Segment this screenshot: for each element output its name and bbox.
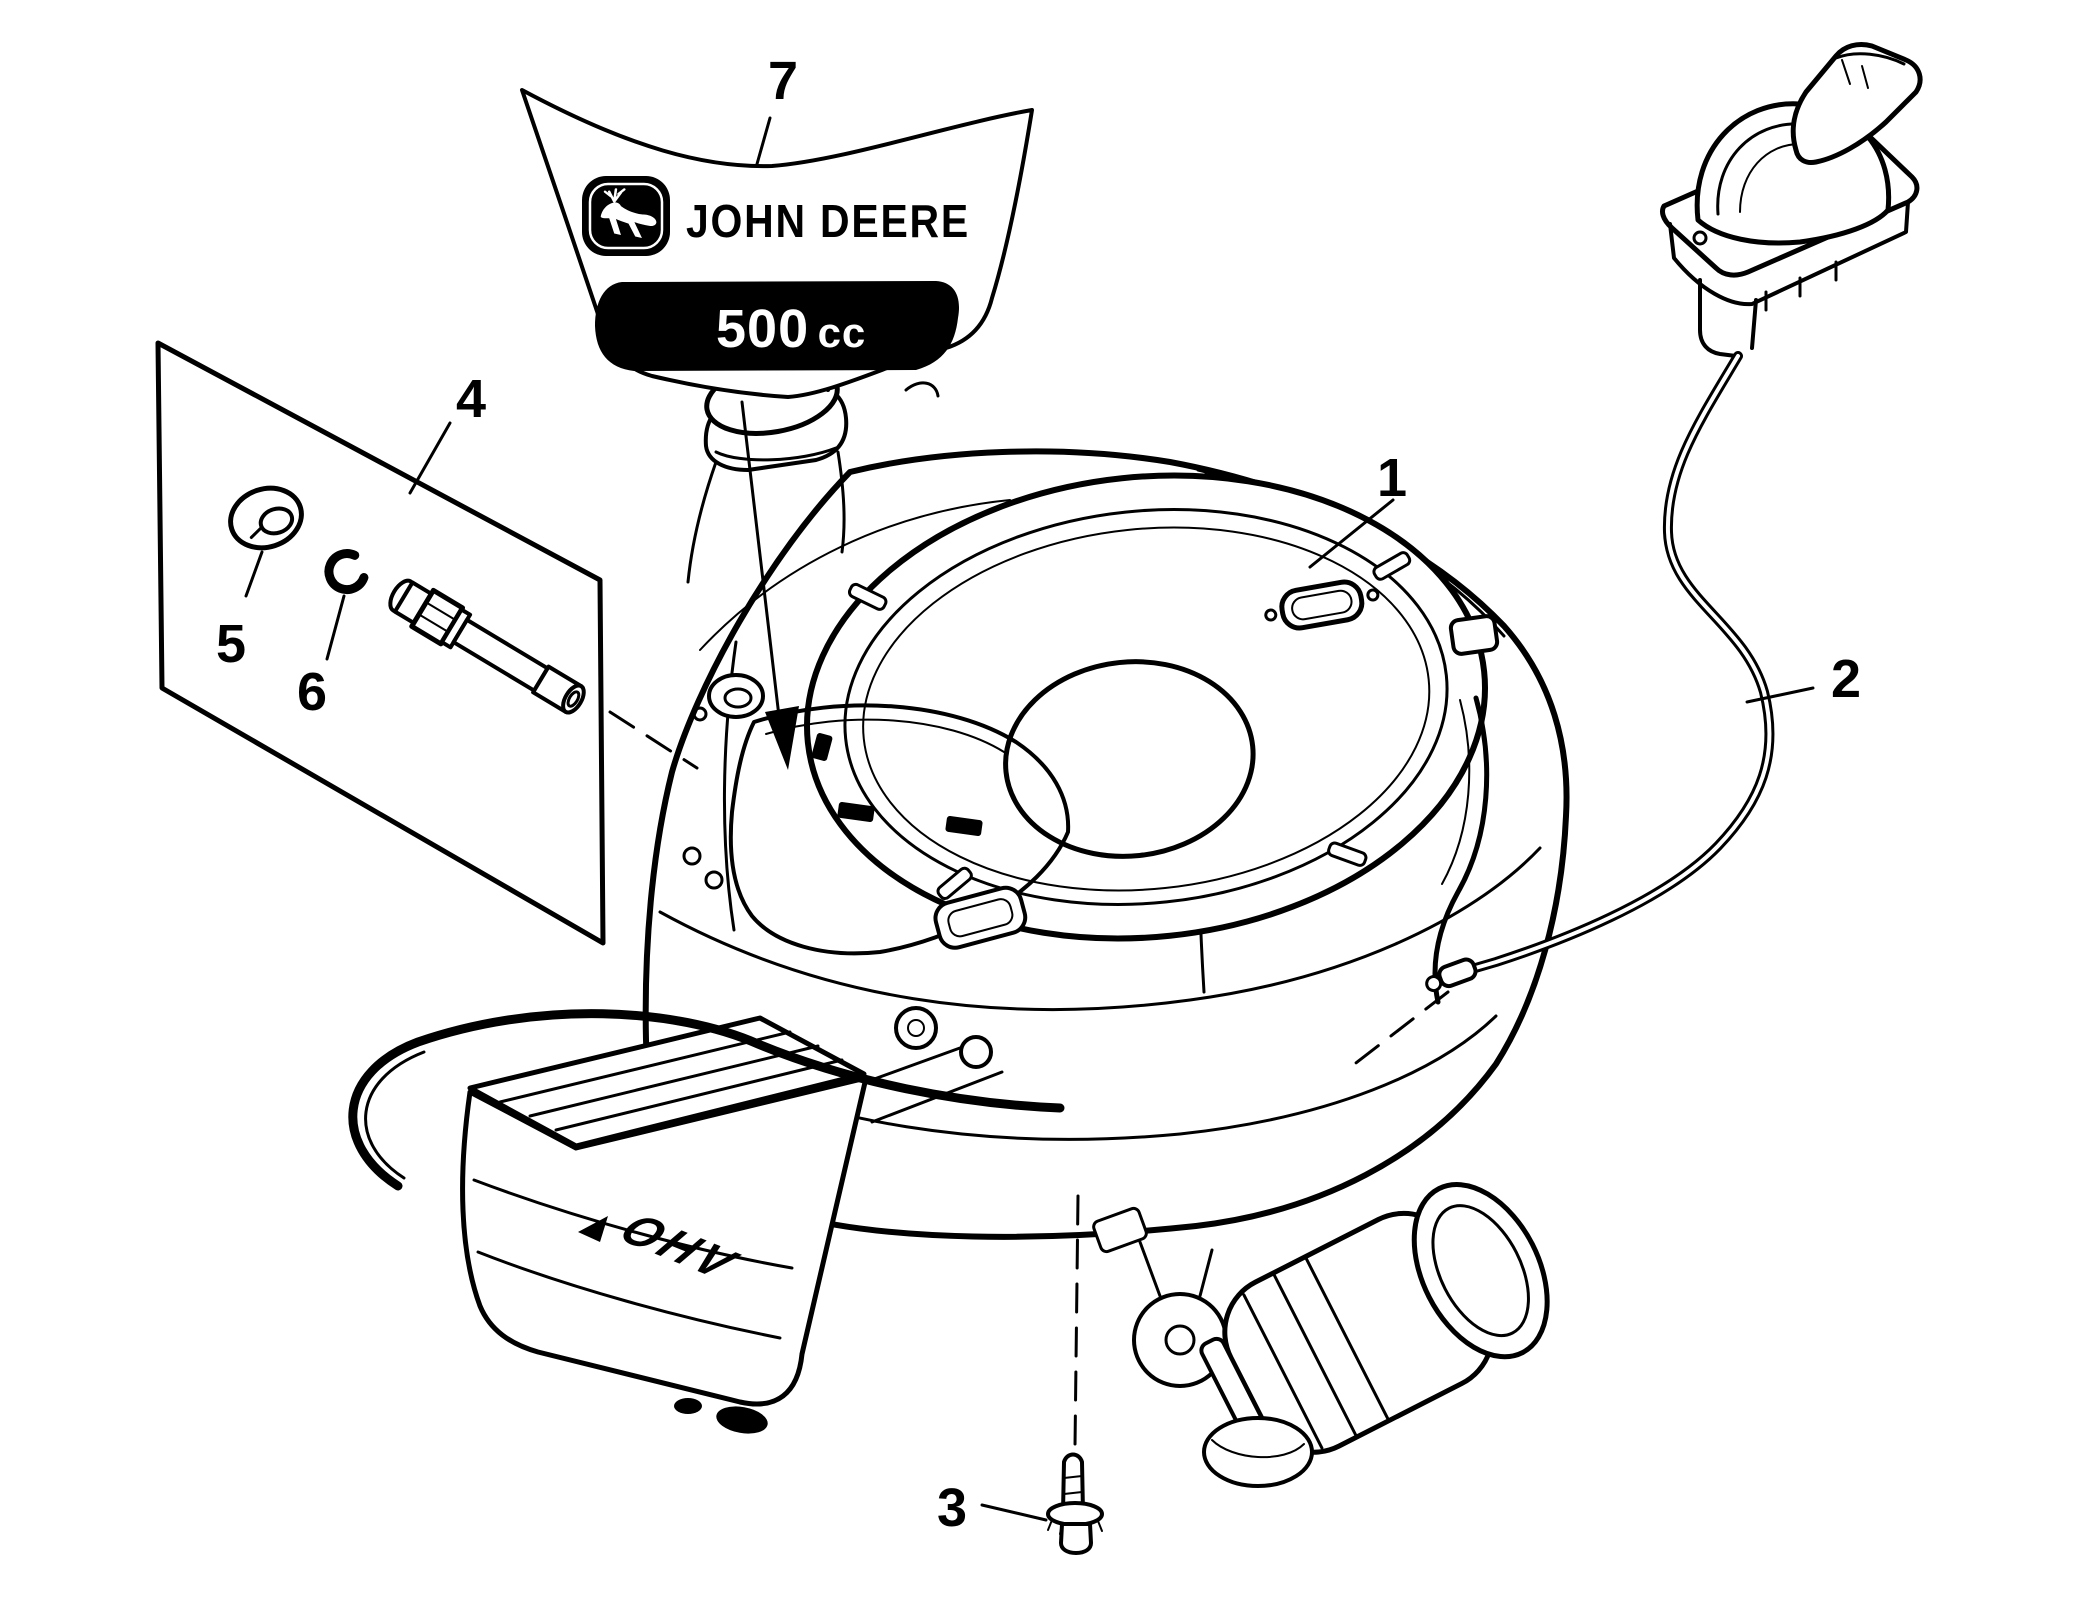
exhaust-outlet <box>674 1398 702 1414</box>
leader-line-6 <box>325 594 346 661</box>
bushing-part <box>228 485 304 551</box>
mounting-bolt <box>1046 1194 1104 1555</box>
oil-drain-cap <box>692 673 765 722</box>
housing-clip <box>847 582 888 611</box>
housing-ridge <box>1716 122 1802 216</box>
exhaust-outlet <box>716 1406 768 1434</box>
housing-clip <box>936 866 973 901</box>
bolt-threads <box>1063 1475 1083 1495</box>
bolt-flange <box>1046 1501 1104 1527</box>
air-cleaner-cup <box>1202 1416 1314 1488</box>
brand-wordmark: JOHN DEERE <box>686 195 970 247</box>
throttle-control-assembly <box>1350 41 1923 1068</box>
panel-slot <box>837 801 875 823</box>
svg-text:500 cc: 500 cc <box>716 299 866 359</box>
shroud-inner-seam <box>699 499 1011 651</box>
kit-locator-dashed-line <box>608 710 699 770</box>
cable-locator-dashed-line <box>1350 990 1450 1068</box>
linkage-pulley <box>894 1006 938 1050</box>
cable-end-fitting <box>1425 957 1478 993</box>
fuel-line-pipe-inner <box>1441 699 1471 885</box>
fuel-line-pipe <box>1432 695 1490 1005</box>
leader-line-3 <box>980 1503 1048 1522</box>
throttle-cable-core <box>1470 354 1772 971</box>
leader-line-5 <box>244 550 264 598</box>
muffler-bands <box>472 1178 794 1340</box>
pipe-bracket <box>1448 614 1500 656</box>
carburetor-bowl <box>1092 1206 1228 1388</box>
air-cleaner-canister <box>1199 1182 1550 1455</box>
leader-line-1 <box>1308 498 1395 569</box>
plate-front-edge <box>1668 200 1910 307</box>
panel-rivet <box>682 846 702 866</box>
control-bracket <box>1698 278 1758 358</box>
badge-number: 500 <box>716 299 809 359</box>
badge-500cc: 500 cc <box>595 281 960 371</box>
leader-line-7 <box>755 116 772 166</box>
linkage-pulley <box>959 1035 993 1069</box>
bolt-head <box>1059 1522 1093 1555</box>
callout-1: 1 <box>1377 448 1407 508</box>
panel-slot <box>945 815 983 837</box>
kit-rod-part <box>388 578 586 715</box>
recoil-hub <box>1003 659 1256 859</box>
leader-line-2 <box>1745 686 1815 704</box>
retaining-clip-part <box>324 549 369 594</box>
wire-guard-rod-inner <box>364 1050 426 1180</box>
housing-clip <box>1372 551 1412 581</box>
grille-slats <box>498 1030 844 1132</box>
lever-grip-lines <box>1841 59 1869 89</box>
engine-decal: JOHN DEERE 500 cc <box>520 88 1034 399</box>
wire-guard-rod <box>348 1009 1065 1191</box>
decal-arrow-line <box>740 400 784 744</box>
blower-ring-mid <box>843 508 1449 906</box>
plate-tabs <box>1764 260 1838 312</box>
callout-6: 6 <box>297 662 327 722</box>
muffler-assembly: OHV <box>460 1015 869 1434</box>
callout-7: 7 <box>768 51 798 111</box>
kit-box-outline <box>155 340 606 946</box>
panel-rivet <box>704 870 724 890</box>
air-cleaner-cup-seam <box>1211 1439 1305 1459</box>
panel-slot <box>811 733 833 761</box>
callout-5: 5 <box>216 614 246 674</box>
throttle-lever <box>1790 41 1923 165</box>
oil-fill-cap <box>1264 579 1380 631</box>
knob-top-edge <box>1834 52 1906 66</box>
callout-3: 3 <box>937 1478 967 1538</box>
callouts: 1 2 3 4 5 6 7 <box>216 51 1861 1538</box>
housing-clip <box>1327 841 1368 867</box>
badge-unit: cc <box>818 309 867 356</box>
plate-screw <box>1692 230 1708 246</box>
leader-line-4 <box>408 421 452 495</box>
ohv-arrow-mark <box>578 1216 608 1242</box>
decal-arrow-head <box>765 706 799 770</box>
blower-ring-inner <box>862 526 1431 892</box>
leaping-deer-logo-icon <box>582 176 670 256</box>
engine-illustration: OHV <box>348 349 1570 1488</box>
callout-2: 2 <box>1831 649 1861 709</box>
latch-plate <box>933 885 1028 950</box>
callout-4: 4 <box>456 369 486 429</box>
parts-kit-box <box>155 340 699 946</box>
linkage-pulley-hub <box>907 1019 925 1037</box>
housing-ridge-inner <box>1739 143 1801 213</box>
